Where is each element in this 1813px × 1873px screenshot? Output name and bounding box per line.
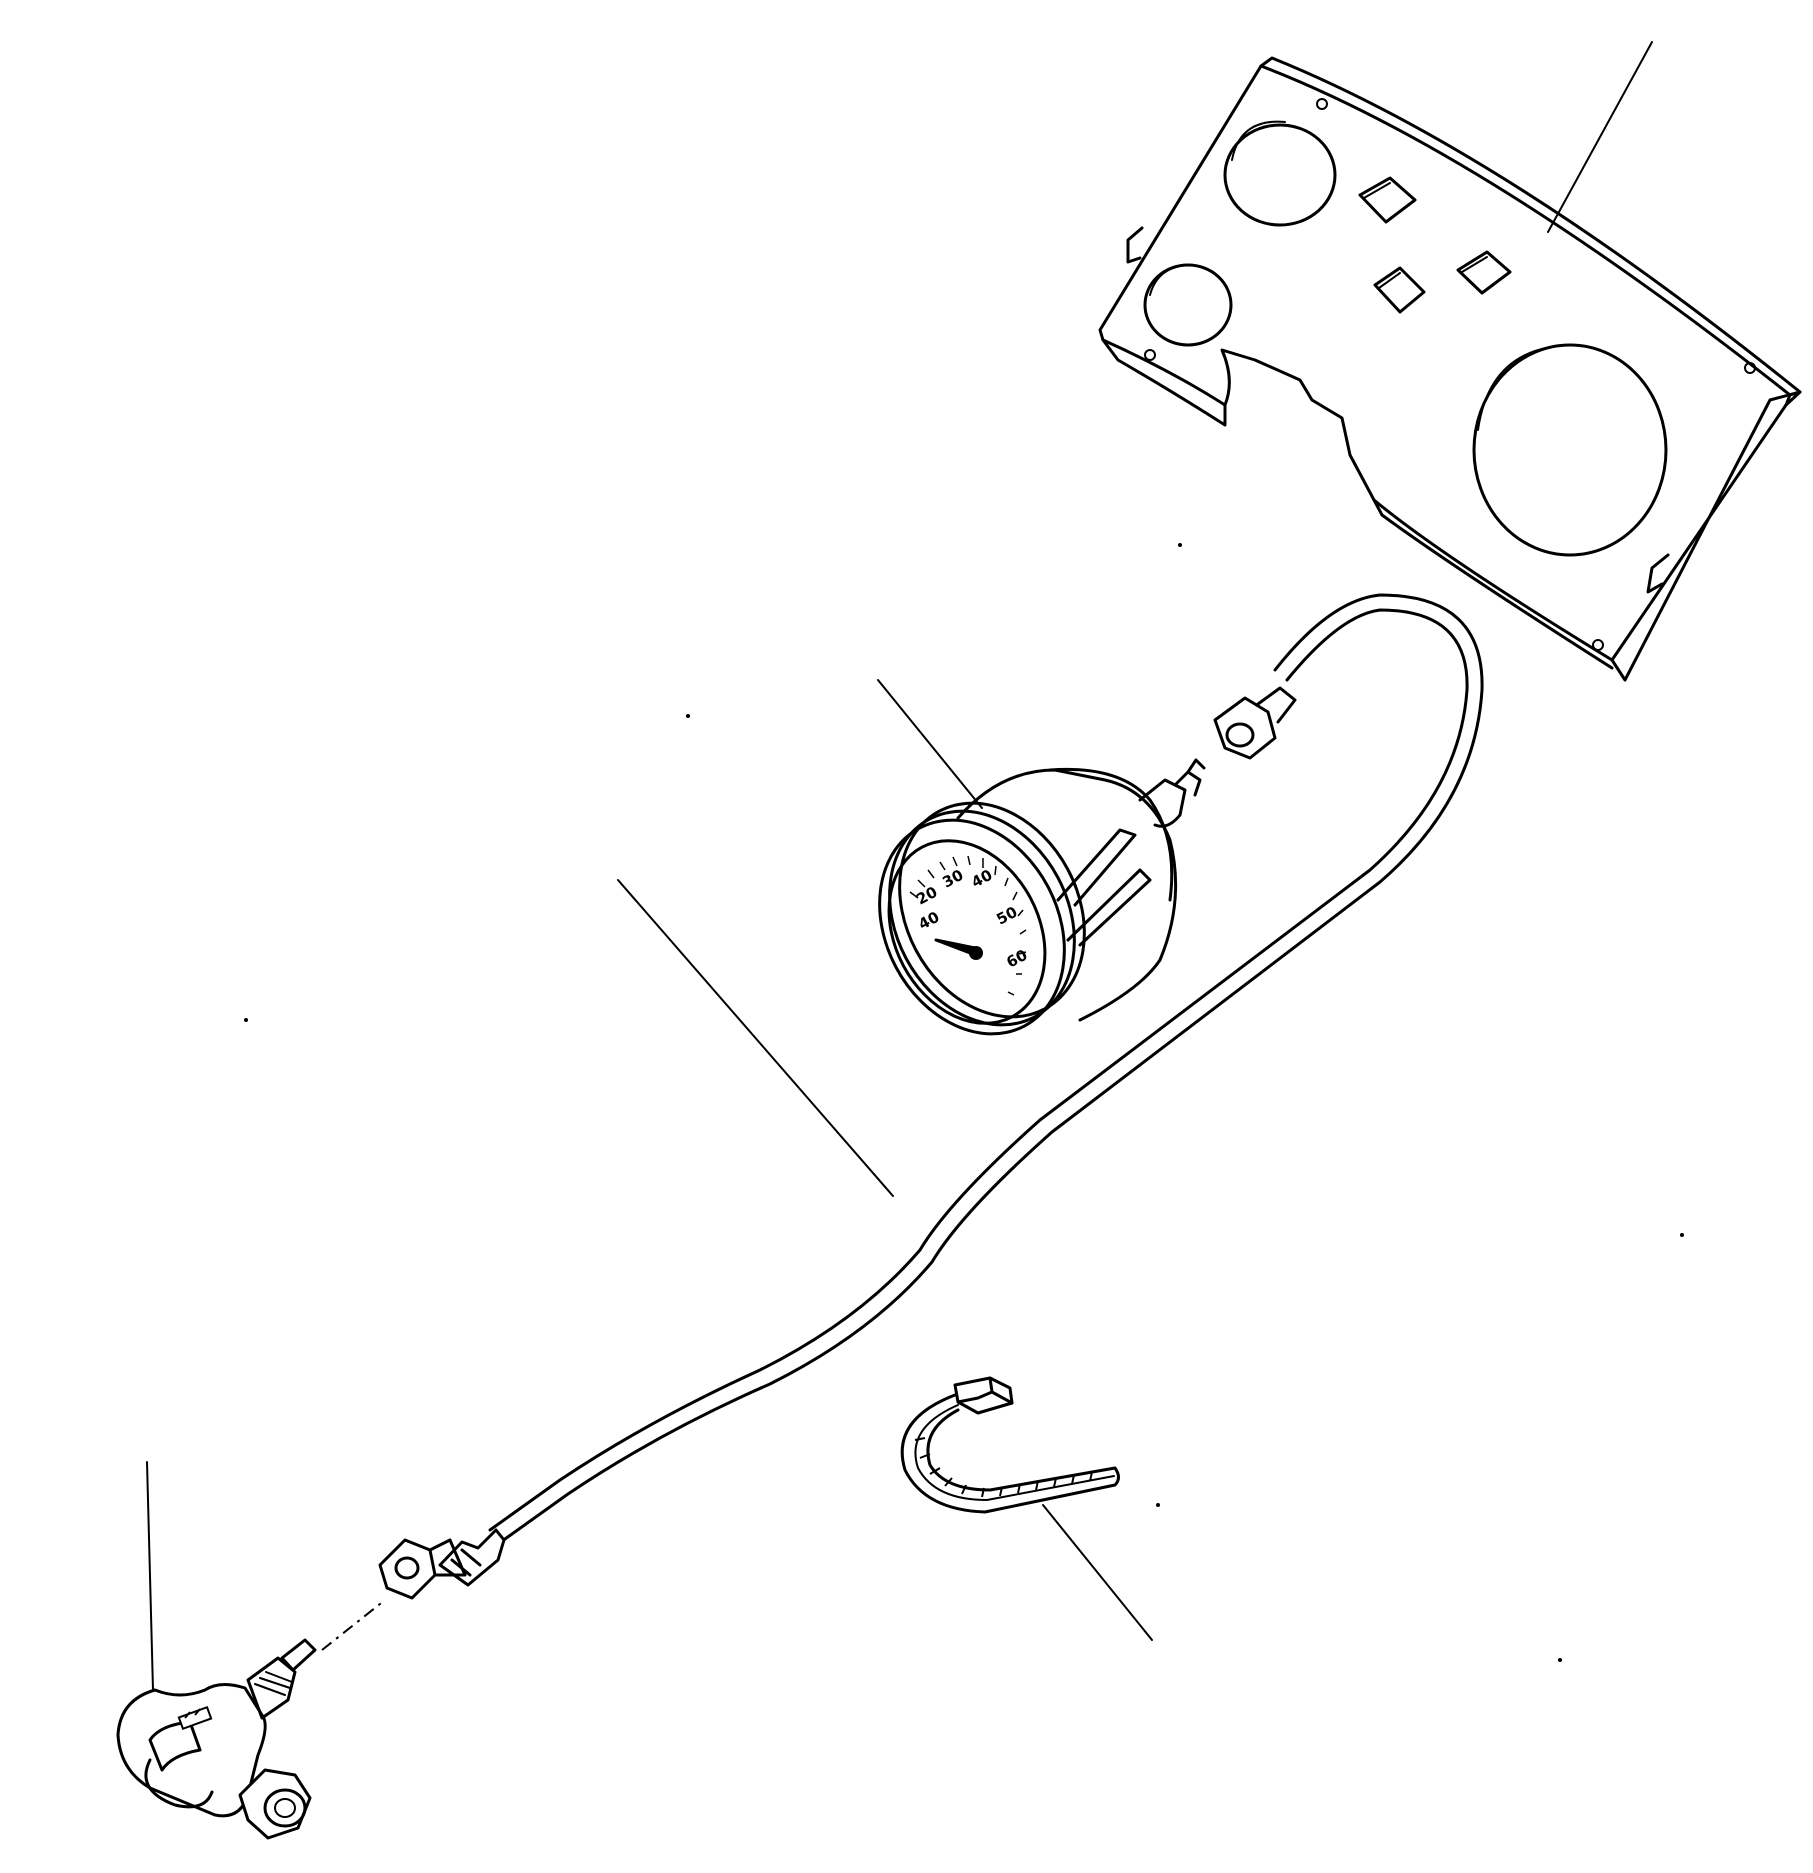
tube-inner-edge xyxy=(496,593,1484,1546)
leader-line-gauge xyxy=(877,679,983,809)
panel-bottom-flange xyxy=(1372,498,1614,670)
clamp-band-outer xyxy=(900,1393,1120,1514)
scan-speck xyxy=(1178,543,1182,547)
panel-left-flange xyxy=(1101,338,1227,427)
clamp-housing xyxy=(953,1376,1014,1415)
panel-square-cutout-2 xyxy=(1456,250,1512,295)
panel-screw-hole xyxy=(1144,349,1156,361)
tube-upper-nut xyxy=(1213,686,1297,760)
panel-tab-left xyxy=(1126,226,1144,264)
panel-screw-hole xyxy=(1592,639,1604,651)
scan-speck xyxy=(686,714,690,718)
leader-line-panel xyxy=(1547,41,1653,233)
gauge-dial-face xyxy=(887,839,1047,1025)
gauge-bezel-outer xyxy=(878,818,1066,1036)
panel-screw-hole xyxy=(1744,362,1756,374)
gauge-bezel-ring xyxy=(898,801,1086,1019)
adapter-nut xyxy=(238,1768,312,1840)
panel-side-flange xyxy=(1610,390,1802,682)
leader-line-tube xyxy=(617,879,894,1197)
scan-speck xyxy=(1558,1658,1562,1662)
gauge-needle-hub xyxy=(969,946,983,960)
instrument-panel xyxy=(1098,41,1802,682)
gauge-bezel-ring xyxy=(888,809,1076,1027)
gauge-label: 40 xyxy=(915,908,942,934)
gauge-label: 60 xyxy=(1003,946,1030,972)
panel-hole-large xyxy=(1472,343,1668,557)
gauge-mount-bracket xyxy=(1056,828,1152,947)
tube-outer-edge xyxy=(488,608,1469,1532)
panel-plate xyxy=(1098,64,1792,662)
scan-speck xyxy=(1156,1503,1160,1507)
gauge-label: 20 xyxy=(913,883,940,909)
panel-screw-hole xyxy=(1316,98,1328,110)
sensor-thread-lines xyxy=(254,1671,293,1696)
scan-speck xyxy=(1680,1233,1684,1237)
gauge-label: 50 xyxy=(993,903,1020,929)
panel-hole-lower-left xyxy=(1143,263,1233,347)
gauge-rear-connector xyxy=(1138,758,1206,828)
capillary-tube xyxy=(378,593,1484,1600)
adapter-marking xyxy=(177,1705,213,1731)
scan-speck xyxy=(244,1018,248,1022)
panel-tab-right xyxy=(1646,553,1670,594)
panel-hole-upper-left xyxy=(1223,120,1337,227)
leader-line-adapter xyxy=(146,1461,154,1691)
panel-square-cutout-3 xyxy=(1373,266,1426,314)
clamp-band-inner xyxy=(914,1404,1115,1502)
temperature-gauge: 20 30 40 50 60 40 xyxy=(877,679,1206,1036)
gauge-body-ring xyxy=(1048,767,1174,902)
sensor-adapter xyxy=(116,1461,386,1840)
panel-top-flange xyxy=(1259,56,1802,397)
gauge-label: 30 xyxy=(939,866,966,892)
tube-lower-fitting xyxy=(378,1528,506,1600)
clamp-perforations xyxy=(914,1437,1093,1498)
assembly-centerline xyxy=(321,1599,386,1651)
gauge-label: 40 xyxy=(968,866,995,892)
panel-square-cutout-1 xyxy=(1358,176,1417,224)
gauge-ticks xyxy=(909,855,1027,996)
gauge-body xyxy=(956,768,1178,1022)
leader-line-clamp xyxy=(1042,1504,1153,1641)
adapter-cap xyxy=(144,1758,214,1809)
hose-clamp xyxy=(900,1376,1153,1641)
adapter-hex xyxy=(148,1720,202,1772)
